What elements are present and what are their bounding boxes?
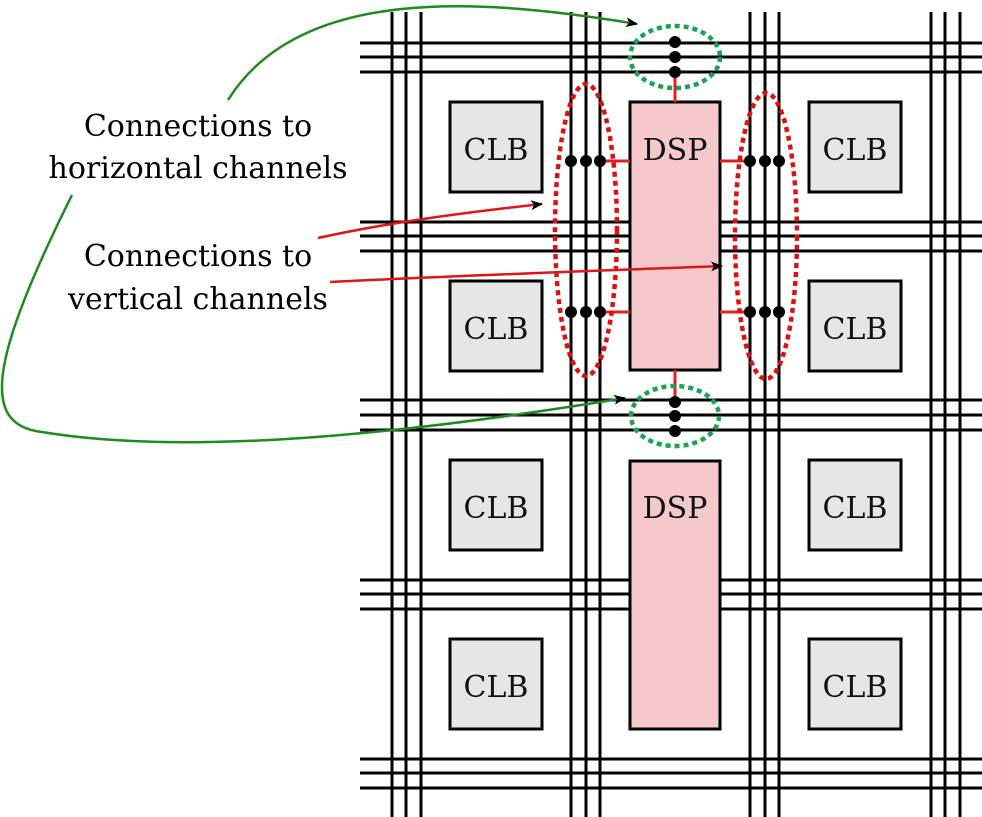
connection-dot: [773, 306, 785, 318]
clb-block: CLB: [807, 100, 903, 194]
connection-dot: [773, 155, 785, 167]
clb-block: CLB: [448, 100, 544, 194]
vertical-connections-highlight-left: [552, 81, 620, 379]
connection-dot: [744, 306, 756, 318]
connection-dot: [594, 155, 606, 167]
horizontal-connections-arrow-top: [226, 5, 638, 101]
clb-block: CLB: [807, 458, 903, 552]
clb-label: CLB: [823, 133, 888, 168]
dsp-vertical-connection-stubs: [603, 159, 746, 314]
vertical-connections-label-line2: vertical channels: [67, 282, 328, 317]
horizontal-connections-arrow-bottom: [0, 194, 626, 444]
connection-dot: [669, 51, 681, 63]
dsp-block: DSP: [628, 459, 722, 731]
connection-dot: [669, 396, 681, 408]
vertical-connections-arrow-left: [317, 200, 543, 240]
clb-block: CLB: [807, 279, 903, 373]
connection-dot: [565, 306, 577, 318]
connection-dot: [759, 155, 771, 167]
vertical-connections-arrow-right: [329, 261, 723, 284]
clb-label: CLB: [464, 670, 529, 705]
connection-dot: [669, 410, 681, 422]
connection-dot: [580, 306, 592, 318]
clb-block: CLB: [448, 458, 544, 552]
clb-label: CLB: [464, 491, 529, 526]
clb-label: CLB: [464, 133, 529, 168]
connection-dot: [744, 155, 756, 167]
connection-dot: [669, 66, 681, 78]
dsp-label: DSP: [643, 491, 708, 526]
connection-dot: [759, 306, 771, 318]
horizontal-connections-label-line1: Connections to: [84, 109, 312, 144]
clb-label: CLB: [823, 670, 888, 705]
vertical-connections-label-line1: Connections to: [84, 239, 312, 274]
horizontal-connections-label-line2: horizontal channels: [49, 151, 348, 186]
horizontal-connections-highlight-top: [627, 23, 723, 91]
connection-dot: [565, 155, 577, 167]
connection-dot: [669, 425, 681, 437]
connection-dot: [669, 36, 681, 48]
dsp-block: DSP: [628, 100, 722, 372]
connection-points: [565, 36, 785, 437]
connection-dot: [580, 155, 592, 167]
clb-block: CLB: [448, 637, 544, 731]
clb-block: CLB: [807, 637, 903, 731]
connection-dot: [594, 306, 606, 318]
clb-label: CLB: [464, 312, 529, 347]
dsp-label: DSP: [643, 133, 708, 168]
horizontal-connections-highlight-bottom: [628, 383, 722, 449]
clb-block: CLB: [448, 279, 544, 373]
vertical-connections-highlight-right: [732, 90, 800, 382]
clb-label: CLB: [823, 312, 888, 347]
clb-label: CLB: [823, 491, 888, 526]
